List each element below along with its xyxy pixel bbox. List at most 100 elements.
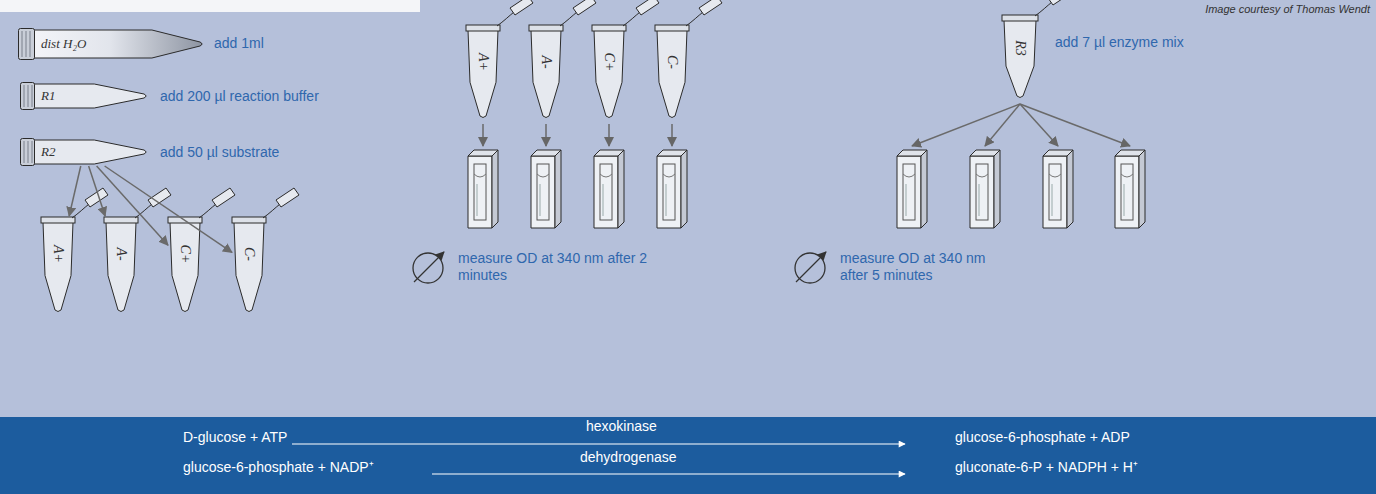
tube-outline bbox=[232, 216, 266, 312]
tube-lid bbox=[148, 188, 171, 207]
water-tube: dist H₂O bbox=[18, 28, 204, 60]
tube-cap bbox=[19, 29, 35, 60]
cap-ridge bbox=[22, 31, 23, 57]
cuvette bbox=[897, 150, 927, 228]
tube-body bbox=[170, 222, 200, 312]
reactant-text: D-glucose + ATP bbox=[183, 429, 287, 445]
tube-outline bbox=[466, 24, 500, 118]
product-text: gluconate-6-P + NADPH + H⁺ bbox=[955, 459, 1138, 475]
cuvette bbox=[1115, 150, 1145, 228]
lid-hinge bbox=[135, 204, 152, 218]
tube-label: R2 bbox=[41, 144, 55, 160]
tube-lid bbox=[276, 188, 299, 207]
tube-label: A+ bbox=[50, 245, 66, 263]
tube-rim bbox=[232, 217, 266, 223]
cap-ridge bbox=[26, 31, 27, 57]
tube-body bbox=[594, 30, 624, 118]
tube-rim bbox=[41, 217, 75, 223]
cropped-header bbox=[0, 0, 420, 12]
reagent-tube: R1 bbox=[20, 82, 148, 110]
sample-tube: C- bbox=[232, 216, 266, 312]
tube-outline bbox=[655, 24, 689, 118]
sample-tube: C+ bbox=[592, 24, 626, 118]
sample-tube: A- bbox=[104, 216, 138, 312]
tube-body bbox=[234, 222, 264, 312]
tube-outline bbox=[1002, 14, 1038, 98]
tube-lid bbox=[1048, 0, 1071, 5]
tube-label: R1 bbox=[41, 88, 55, 104]
step-note: add 200 µl reaction buffer bbox=[160, 88, 319, 105]
lid-hinge bbox=[560, 12, 577, 26]
tube-label: C+ bbox=[601, 52, 617, 71]
tube-rim bbox=[529, 25, 563, 31]
tube-lid bbox=[699, 0, 722, 15]
cuvette bbox=[970, 150, 1000, 228]
tube-lid bbox=[636, 0, 659, 15]
transfer-arrow bbox=[69, 166, 81, 216]
tube-label: A- bbox=[113, 248, 129, 261]
tube-outline bbox=[41, 216, 75, 312]
cuvette bbox=[468, 150, 498, 228]
step-note: add 7 µl enzyme mix bbox=[1055, 34, 1184, 51]
tube-label: A+ bbox=[475, 53, 491, 71]
lid-hinge bbox=[263, 204, 280, 218]
tube-lid bbox=[573, 0, 596, 15]
sample-tube: C- bbox=[655, 24, 689, 118]
tube-rim bbox=[655, 25, 689, 31]
tube-label: R3 bbox=[1012, 40, 1028, 56]
reactant-text: glucose-6-phosphate + NADP⁺ bbox=[183, 459, 374, 475]
step-note: add 1ml bbox=[214, 35, 264, 52]
enzyme-name: hexokinase bbox=[586, 418, 657, 434]
tube-body bbox=[106, 222, 136, 312]
cap-ridge bbox=[24, 141, 25, 163]
tube-outline bbox=[592, 24, 626, 118]
tube-body bbox=[34, 84, 146, 108]
tube-body bbox=[34, 30, 202, 58]
tube-lid bbox=[212, 188, 235, 207]
measure-note: measure OD at 340 nm after 2 minutes bbox=[458, 250, 658, 284]
tube-lid bbox=[510, 0, 533, 15]
tube-body bbox=[1004, 20, 1036, 98]
transfer-arrow bbox=[105, 166, 232, 252]
cuvette bbox=[657, 150, 687, 228]
tube-body bbox=[34, 140, 146, 164]
lid-hinge bbox=[1035, 2, 1052, 16]
tube-cap bbox=[21, 139, 35, 166]
transfer-arrows bbox=[483, 104, 1130, 146]
tube-label: C- bbox=[664, 55, 680, 69]
measure-note: measure OD at 340 nm after 5 minutes bbox=[840, 250, 1005, 284]
cap-ridge bbox=[28, 85, 29, 107]
tube-label: A- bbox=[538, 55, 554, 68]
cap-ridge bbox=[32, 141, 33, 163]
cap-ridge bbox=[24, 85, 25, 107]
tube-body bbox=[468, 30, 498, 118]
cap-ridge bbox=[30, 31, 31, 57]
tube-lid bbox=[85, 188, 108, 207]
sample-tube: A+ bbox=[41, 216, 75, 312]
tube-body bbox=[531, 30, 561, 118]
tube-label: C- bbox=[241, 247, 257, 261]
lid-hinge bbox=[623, 12, 640, 26]
enzyme-name: dehydrogenase bbox=[580, 449, 677, 465]
cap-ridge bbox=[28, 141, 29, 163]
tube-body bbox=[43, 222, 73, 312]
transfer-arrow bbox=[97, 166, 168, 245]
tube-rim bbox=[168, 217, 202, 223]
tube-outline bbox=[529, 24, 563, 118]
sample-tube: C+ bbox=[168, 216, 202, 312]
tube-outline bbox=[168, 216, 202, 312]
photometer-symbol bbox=[795, 252, 826, 283]
lid-hinge bbox=[686, 12, 703, 26]
transfer-arrow bbox=[89, 166, 106, 216]
tube-rim bbox=[1002, 15, 1038, 21]
photometer-symbol bbox=[413, 252, 444, 283]
tube-cap bbox=[21, 83, 35, 110]
product-text: glucose-6-phosphate + ADP bbox=[955, 429, 1130, 445]
cuvette bbox=[1043, 150, 1073, 228]
cap-ridge bbox=[32, 85, 33, 107]
tube-outline bbox=[104, 216, 138, 312]
tube-rim bbox=[592, 25, 626, 31]
reagent-tube: R2 bbox=[20, 138, 148, 166]
lid-hinge bbox=[72, 204, 89, 218]
